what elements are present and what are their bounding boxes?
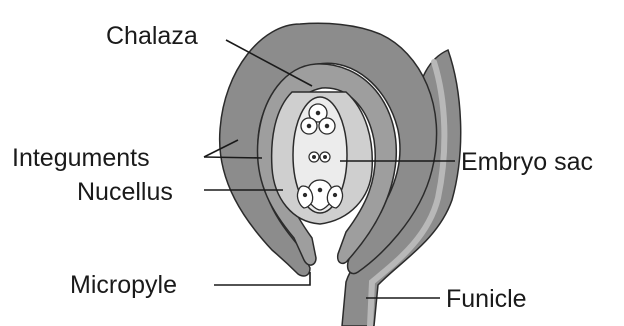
- embryo-sac-label: Embryo sac: [461, 148, 593, 176]
- micropyle-label: Micropyle: [70, 271, 177, 299]
- chalaza-label: Chalaza: [106, 22, 198, 50]
- integuments-leader-inner: [204, 157, 262, 158]
- integuments-label: Integuments: [12, 144, 150, 172]
- micropyle-leader: [214, 272, 310, 285]
- funicle-label: Funicle: [446, 285, 527, 313]
- nucellus-label: Nucellus: [77, 178, 173, 206]
